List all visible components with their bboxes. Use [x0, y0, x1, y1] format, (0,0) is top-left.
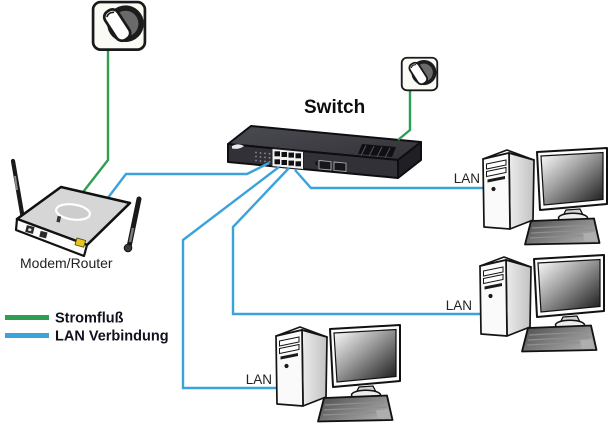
legend-label-lan: LAN Verbindung — [55, 329, 169, 345]
power-cable-switch — [397, 86, 412, 141]
wall-outlet-right — [400, 56, 439, 92]
computer-2 — [479, 254, 605, 353]
modem-router-device — [10, 158, 142, 258]
router-top-oval — [55, 203, 91, 221]
power-cable-modem — [79, 40, 110, 197]
lan-label-3: LAN — [246, 372, 272, 387]
legend-label-power: Stromfluß — [55, 311, 124, 327]
lan-cable-pc2 — [231, 167, 481, 316]
legend-swatch-power — [5, 315, 49, 320]
lan-label-1: LAN — [454, 171, 480, 186]
switch-device — [227, 125, 422, 179]
router-label-sticker — [74, 237, 87, 248]
sfp-slot — [333, 161, 347, 172]
status-led — [315, 161, 318, 165]
computer-3 — [275, 324, 401, 423]
lan-label-2: LAN — [446, 298, 472, 313]
lan-cable-modem-switch — [103, 161, 270, 204]
router-front-ports — [25, 225, 48, 239]
wall-outlet-left — [91, 0, 147, 51]
sfp-slot — [318, 160, 332, 171]
lan-cable-pc3 — [181, 166, 280, 390]
switch-vent — [358, 144, 396, 159]
switch-front — [227, 143, 399, 179]
cables — [79, 40, 484, 390]
switch-label: Switch — [304, 97, 365, 118]
legend: Stromfluß LAN Verbindung — [5, 311, 169, 345]
computer-1 — [482, 147, 608, 246]
switch-port-block — [271, 147, 304, 171]
rj45-ports — [274, 151, 301, 167]
legend-swatch-lan — [5, 333, 49, 338]
lan-cable-pc1 — [294, 169, 484, 190]
antenna-left — [10, 158, 26, 222]
modem-router-label: Modem/Router — [20, 255, 113, 271]
antenna-hinge — [123, 243, 133, 253]
switch-leds — [255, 151, 271, 163]
router-top-connector — [56, 215, 62, 223]
switch-logo-icon — [232, 144, 244, 149]
